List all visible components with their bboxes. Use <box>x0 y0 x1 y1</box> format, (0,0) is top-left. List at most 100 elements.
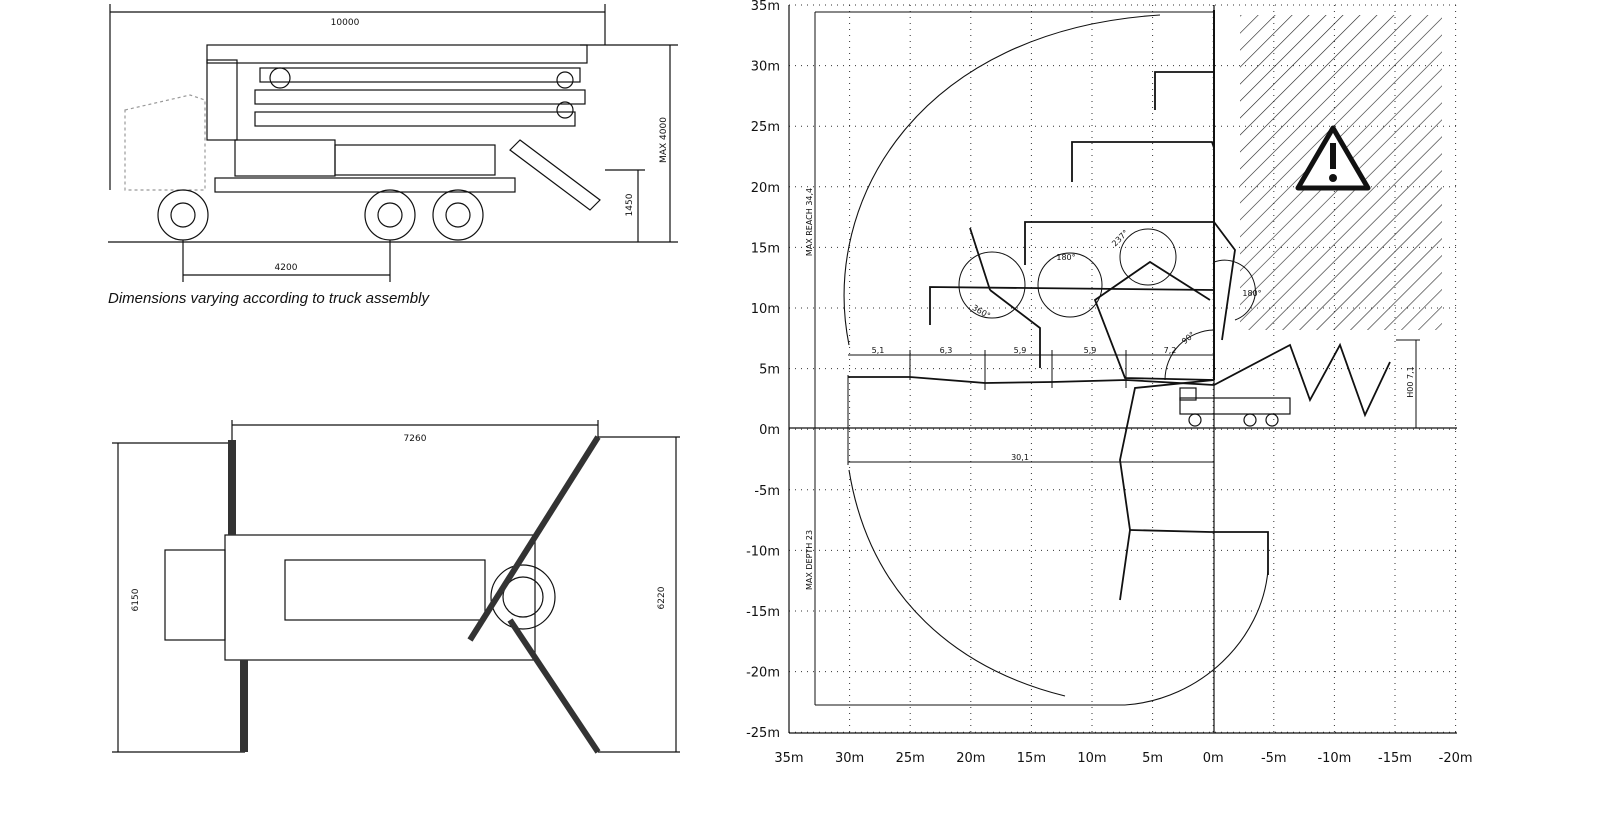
height-marker <box>1396 339 1420 428</box>
x-tick-label: 30m <box>835 751 864 766</box>
truck-body-top <box>224 534 536 661</box>
y-tick-label: 35m <box>751 0 780 14</box>
angle-label-1: 360° <box>971 303 992 320</box>
height-dimensions <box>580 44 678 242</box>
wheel <box>157 189 209 241</box>
y-tick-label: 25m <box>751 120 780 135</box>
section-length-4: 5,9 <box>1084 346 1097 355</box>
boom-horizontal <box>848 376 1215 386</box>
reach-envelope-lower-right <box>1124 569 1269 706</box>
horizontal-reach-label: 30,1 <box>1011 453 1029 462</box>
section-length-dimensions <box>848 350 1214 390</box>
top-view-drawing <box>112 420 680 754</box>
reach-diagram: 35m 30m 25m 20m 15m 10m 5m 0m -5m -10m -15m -20m -25… <box>746 0 1472 766</box>
boom-right-swing <box>1213 221 1236 341</box>
boom-articulated <box>1093 260 1215 381</box>
boom-folded-4 <box>929 286 1215 325</box>
height-label: H00 7,1 <box>1406 366 1415 397</box>
section-length-2: 6,3 <box>940 346 953 355</box>
front-width-dimension <box>598 436 680 753</box>
rear-boom-tip <box>509 139 601 211</box>
boom-rest-top <box>284 559 486 621</box>
side-view-drawing <box>108 4 678 282</box>
reach-envelope-lower-left <box>848 469 1066 697</box>
y-tick-label: -10m <box>746 544 780 559</box>
x-tick-label: 10m <box>1077 751 1106 766</box>
boom-section-1 <box>206 44 588 64</box>
max-reach-label: MAX REACH 34,4 <box>805 188 814 256</box>
boom-tip-swing <box>969 227 991 291</box>
pump-unit <box>234 139 336 177</box>
angle-label-5: 90° <box>1180 330 1197 346</box>
boom-joint <box>269 67 291 89</box>
y-tick-label: 0m <box>759 423 780 438</box>
y-tick-label: -20m <box>746 666 780 681</box>
x-tick-label: -10m <box>1317 751 1351 766</box>
x-tick-label: -15m <box>1378 751 1412 766</box>
cab-outline <box>124 94 206 191</box>
y-tick-label: 10m <box>751 302 780 317</box>
turret-top <box>490 564 556 630</box>
boom-section-3 <box>254 89 586 105</box>
y-tick-labels: 35m 30m 25m 20m 15m 10m 5m 0m -5m -10m -15m -20m -25… <box>746 0 780 741</box>
boom-section-4 <box>254 111 576 127</box>
y-tick-label: -5m <box>754 484 780 499</box>
x-tick-label: 5m <box>1142 751 1163 766</box>
truck-icon-small <box>1179 387 1291 427</box>
x-tick-label: -20m <box>1439 751 1473 766</box>
boom-section-2 <box>259 67 581 83</box>
y-tick-label: 5m <box>759 363 780 378</box>
angle-label-2: 180° <box>1056 253 1075 262</box>
x-tick-label: 0m <box>1203 751 1224 766</box>
overall-length-dimension <box>109 4 606 190</box>
boom-tip-hang <box>989 289 1041 368</box>
boom-down-horizontal <box>1129 529 1269 575</box>
section-length-5: 7,2 <box>1164 346 1177 355</box>
x-tick-label: 35m <box>774 751 803 766</box>
boom-folded-top <box>1154 71 1214 110</box>
reach-envelope-upper <box>843 14 1161 346</box>
max-height-label: MAX 4000 <box>659 117 669 163</box>
horizontal-reach-dimension <box>847 375 1214 465</box>
outrigger-front-right <box>507 618 601 754</box>
y-tick-label: 30m <box>751 60 780 75</box>
x-tick-label: 20m <box>956 751 985 766</box>
x-tick-label: 25m <box>896 751 925 766</box>
boom-positions <box>848 10 1391 601</box>
section-length-1: 5,1 <box>872 346 885 355</box>
y-tick-label: -15m <box>746 605 780 620</box>
rear-width-dimension <box>112 442 245 753</box>
front-width-label: 6220 <box>657 586 667 609</box>
assembly-caption: Dimensions varying according to truck as… <box>108 290 429 307</box>
boom-turret <box>206 59 238 141</box>
y-tick-label: 20m <box>751 181 780 196</box>
max-depth-dimension <box>814 428 1125 706</box>
rotation-arcs <box>958 228 1256 381</box>
x-tick-label: -5m <box>1261 751 1287 766</box>
chassis-height-label: 1450 <box>625 193 635 216</box>
x-tick-labels: 35m 30m 25m 20m 15m 10m 5m 0m -5m -10m -15m -20m <box>774 751 1472 766</box>
boom-folded-2 <box>1071 141 1215 182</box>
warning-triangle-icon <box>1295 125 1371 191</box>
max-reach-dimension <box>814 11 1214 428</box>
x-tick-label: 15m <box>1017 751 1046 766</box>
outrigger-span-label: 7260 <box>404 434 427 444</box>
y-tick-label: 15m <box>751 241 780 256</box>
y-tick-label: -25m <box>746 726 780 741</box>
section-length-3: 5,9 <box>1014 346 1027 355</box>
outrigger-front-left <box>467 435 601 642</box>
max-depth-label: MAX DEPTH 23 <box>805 530 814 590</box>
chassis-frame <box>214 177 516 193</box>
wheelbase-dimension <box>182 240 391 282</box>
boom-transport-fold <box>1213 342 1391 418</box>
angle-label-4: 180° <box>1242 289 1261 298</box>
rear-width-label: 6150 <box>131 588 141 611</box>
wheelbase-label: 4200 <box>275 263 298 273</box>
wheel <box>432 189 484 241</box>
boom-down <box>1119 379 1215 601</box>
overall-length-label: 10000 <box>331 18 360 28</box>
boom-folded-3 <box>1024 221 1214 265</box>
wheel <box>364 189 416 241</box>
